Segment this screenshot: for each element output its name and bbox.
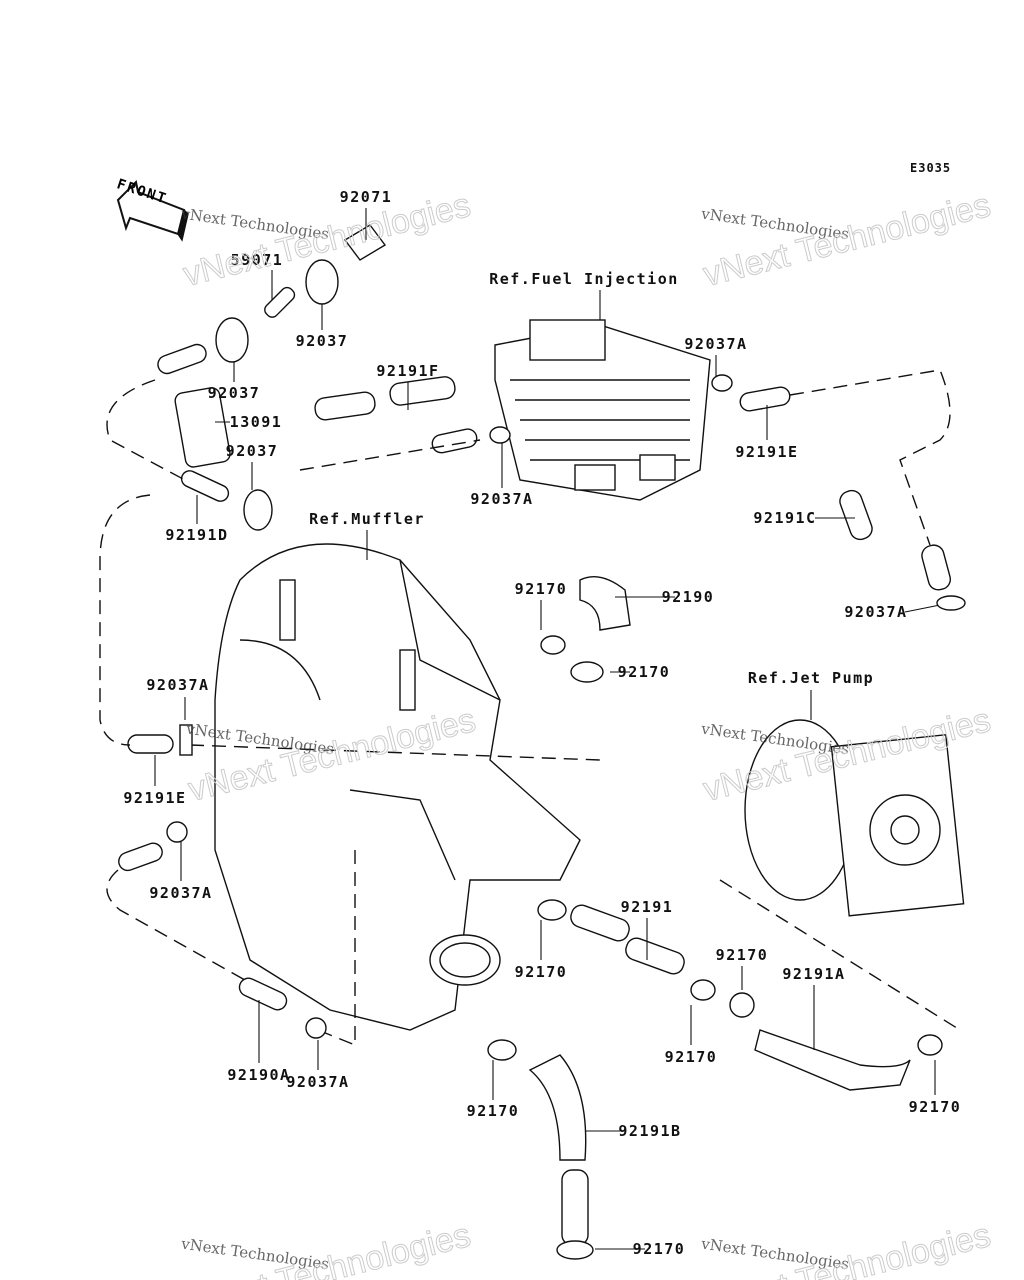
part-label[interactable]: 92170	[514, 580, 568, 598]
hoses	[118, 224, 952, 1246]
jet-pump	[744, 719, 965, 917]
clamps	[166, 259, 966, 1260]
ref-jet-pump[interactable]: Ref.Jet Pump	[747, 669, 875, 687]
part-label[interactable]: 92191A	[782, 965, 846, 983]
part-label[interactable]: 13091	[229, 413, 283, 431]
part-label[interactable]: 92191B	[618, 1122, 682, 1140]
part-label[interactable]: 92037	[295, 332, 349, 350]
routing-lines	[99, 369, 961, 1047]
part-label[interactable]: 92037A	[470, 490, 534, 508]
ref-muffler[interactable]: Ref.Muffler	[309, 510, 425, 528]
ref-fuel-injection[interactable]: Ref.Fuel Injection	[489, 270, 679, 288]
front-arrow-icon	[116, 179, 189, 242]
part-label[interactable]: 92191E	[735, 443, 799, 461]
muffler-assembly	[214, 543, 581, 1031]
part-label[interactable]: 92170	[514, 963, 568, 981]
part-label[interactable]: 92170	[908, 1098, 962, 1116]
part-label[interactable]: 92037A	[149, 884, 213, 902]
part-label[interactable]: 92191E	[123, 789, 187, 807]
part-label[interactable]: 92037A	[146, 676, 210, 694]
part-label[interactable]: 92190	[661, 588, 715, 606]
part-label[interactable]: 92170	[632, 1240, 686, 1258]
part-label[interactable]: 92191C	[753, 509, 817, 527]
part-label[interactable]: 92037A	[286, 1073, 350, 1091]
part-label[interactable]: 92191D	[165, 526, 229, 544]
part-label[interactable]: 92190A	[227, 1066, 291, 1084]
diagram-code: E3035	[910, 161, 952, 175]
fuel-injection-unit	[494, 319, 711, 501]
part-label[interactable]: 92037	[225, 442, 279, 460]
part-label[interactable]: 92037A	[844, 603, 908, 621]
leader-lines	[154, 208, 941, 1250]
part-label[interactable]: 92170	[664, 1048, 718, 1066]
part-label[interactable]: 92170	[617, 663, 671, 681]
part-label[interactable]: 92071	[339, 188, 393, 206]
part-label[interactable]: 92037	[207, 384, 261, 402]
part-label[interactable]: 92170	[466, 1102, 520, 1120]
part-label[interactable]: 92037A	[684, 335, 748, 353]
part-label[interactable]: 92191F	[376, 362, 440, 380]
part-label[interactable]: 92191	[620, 898, 674, 916]
part-label[interactable]: 92170	[715, 946, 769, 964]
part-label[interactable]: 59071	[230, 251, 284, 269]
